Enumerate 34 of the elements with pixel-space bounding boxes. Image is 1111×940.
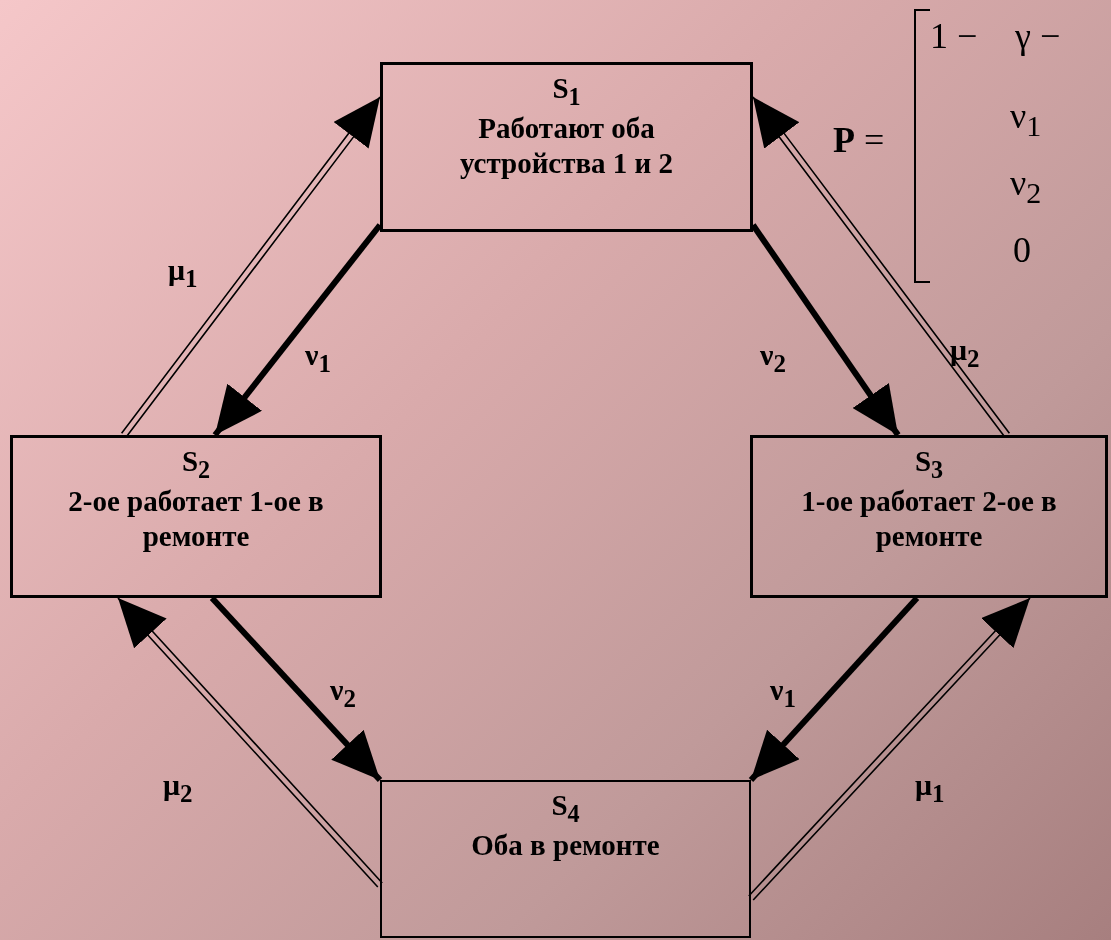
edge-label: ν$_{1}$ xyxy=(305,340,331,376)
transition-arrow xyxy=(752,96,1011,438)
state-name: S$_{2}$ xyxy=(181,444,211,484)
edge-label: ν$_{2}$ xyxy=(330,675,356,711)
state-description: Работают оба устройства 1 и 2 xyxy=(458,110,675,181)
matrix-entry: 1 − xyxy=(930,18,978,54)
matrix-entry: ν$_{2}$ xyxy=(1010,165,1042,209)
state-box xyxy=(10,435,382,598)
transition-arrow xyxy=(750,223,901,437)
edge-label: μ$_{2}$ xyxy=(950,335,980,371)
matrix-entry: ν$_{1}$ xyxy=(1010,98,1042,142)
transition-arrow xyxy=(748,597,1031,901)
matrix-name: P = xyxy=(833,122,885,158)
state-name: S$_{4}$ xyxy=(551,788,580,828)
state-description: 2-ое работает 1-ое в ремонте xyxy=(67,483,325,554)
state-box xyxy=(750,435,1108,598)
matrix-entry: γ − xyxy=(1015,18,1061,54)
state-box xyxy=(380,62,753,232)
state-description: 1-ое работает 2-ое в ремонте xyxy=(800,483,1058,554)
edge-label: ν$_{1}$ xyxy=(770,675,796,711)
state-box xyxy=(380,780,751,938)
transition-arrow xyxy=(120,96,381,438)
transition-arrow xyxy=(212,223,383,437)
state-description: Оба в ремонте xyxy=(471,827,660,863)
matrix-entry: 0 xyxy=(1013,232,1031,268)
state-name: S$_{3}$ xyxy=(914,444,944,484)
transition-arrow xyxy=(117,597,384,888)
state-name: S$_{1}$ xyxy=(552,71,581,111)
edge-label: ν$_{2}$ xyxy=(760,340,786,376)
edge-label: μ$_{1}$ xyxy=(168,255,198,291)
edge-label: μ$_{1}$ xyxy=(915,770,945,806)
edge-label: μ$_{2}$ xyxy=(163,770,193,806)
transition-arrow xyxy=(748,595,920,783)
transition-arrow xyxy=(209,595,383,783)
